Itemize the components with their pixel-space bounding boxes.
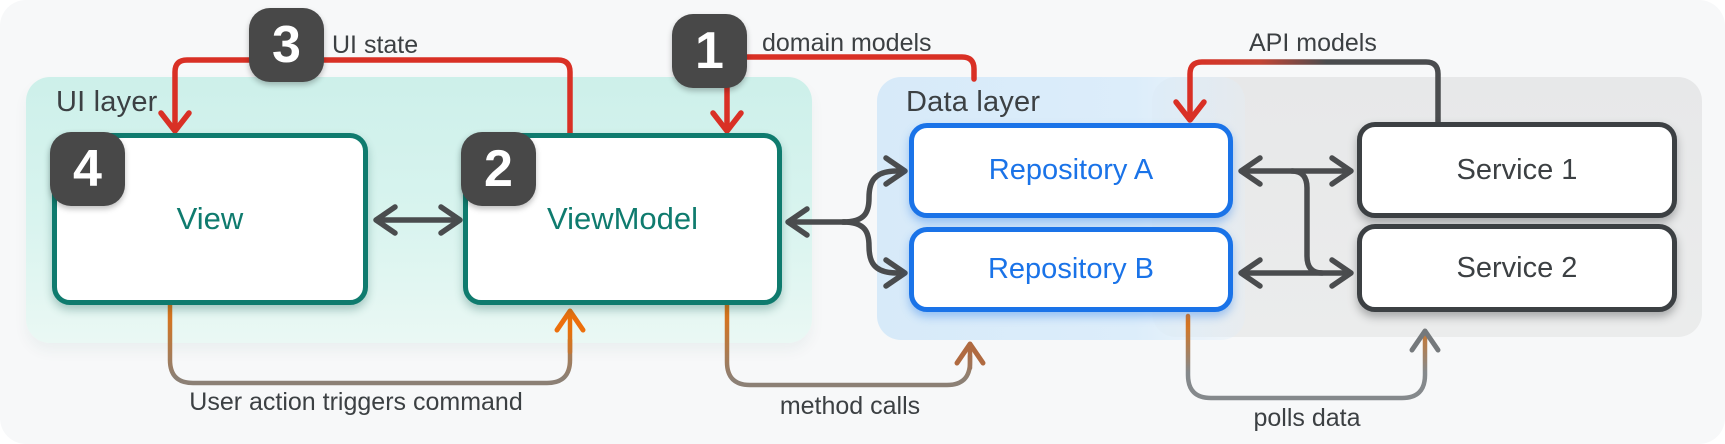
node-service-2-label: Service 2 bbox=[1456, 251, 1578, 284]
node-repository-b: Repository B bbox=[909, 227, 1233, 312]
edge-label-ui-state: UI state bbox=[332, 31, 419, 59]
edge-method-calls bbox=[724, 302, 986, 388]
arrowhead-down-icon bbox=[158, 110, 192, 134]
data-layer-label: Data layer bbox=[906, 86, 1041, 118]
edge-view-viewmodel bbox=[373, 204, 463, 236]
node-viewmodel-label: ViewModel bbox=[546, 201, 699, 236]
badge-step-2: 2 bbox=[461, 132, 536, 206]
node-view-label: View bbox=[176, 201, 244, 236]
node-service-1: Service 1 bbox=[1357, 122, 1677, 218]
node-repository-a: Repository A bbox=[909, 123, 1233, 218]
arrowhead-right-icon bbox=[1329, 155, 1354, 187]
arrowhead-up-icon bbox=[1409, 328, 1441, 353]
arrowhead-up-icon bbox=[954, 341, 986, 366]
edge-label-method-calls: method calls bbox=[779, 392, 921, 420]
cross-link-curve bbox=[1289, 168, 1325, 276]
edge-label-domain-models: domain models bbox=[762, 29, 932, 57]
arrowhead-down-icon bbox=[710, 110, 744, 134]
edge-user-action bbox=[167, 302, 586, 386]
edge-repos-services bbox=[1238, 155, 1354, 289]
arrowhead-right-icon bbox=[438, 204, 463, 236]
edge-viewmodel-repositories bbox=[785, 155, 908, 289]
badge-step-3: 3 bbox=[249, 8, 324, 82]
arrowhead-down-icon bbox=[1173, 99, 1207, 123]
badge-step-1: 1 bbox=[672, 14, 747, 88]
arrowhead-left-icon bbox=[373, 204, 398, 236]
badge-step-4: 4 bbox=[50, 132, 125, 206]
node-service-2: Service 2 bbox=[1357, 224, 1677, 312]
edge-domain-models bbox=[710, 54, 977, 134]
arrowhead-left-icon bbox=[785, 206, 810, 238]
arrowhead-left-icon bbox=[1238, 155, 1263, 187]
edge-label-polls-data: polls data bbox=[1253, 404, 1361, 432]
ui-layer-label: UI layer bbox=[56, 86, 158, 118]
arrowhead-right-icon bbox=[1329, 257, 1354, 289]
arrowhead-up-icon bbox=[554, 308, 586, 333]
arrowhead-right-icon bbox=[883, 257, 908, 289]
node-repository-b-label: Repository B bbox=[987, 253, 1154, 285]
arrowhead-right-icon bbox=[883, 155, 908, 187]
edge-api-models bbox=[1173, 59, 1441, 125]
edge-ui-state bbox=[158, 57, 573, 136]
node-service-1-label: Service 1 bbox=[1456, 153, 1578, 186]
node-repository-a-label: Repository A bbox=[988, 154, 1154, 186]
edge-label-user-action: User action triggers command bbox=[189, 388, 523, 416]
arrowhead-left-icon bbox=[1238, 257, 1263, 289]
edge-polls-data bbox=[1185, 313, 1441, 401]
edge-label-api-models: API models bbox=[1249, 29, 1377, 57]
